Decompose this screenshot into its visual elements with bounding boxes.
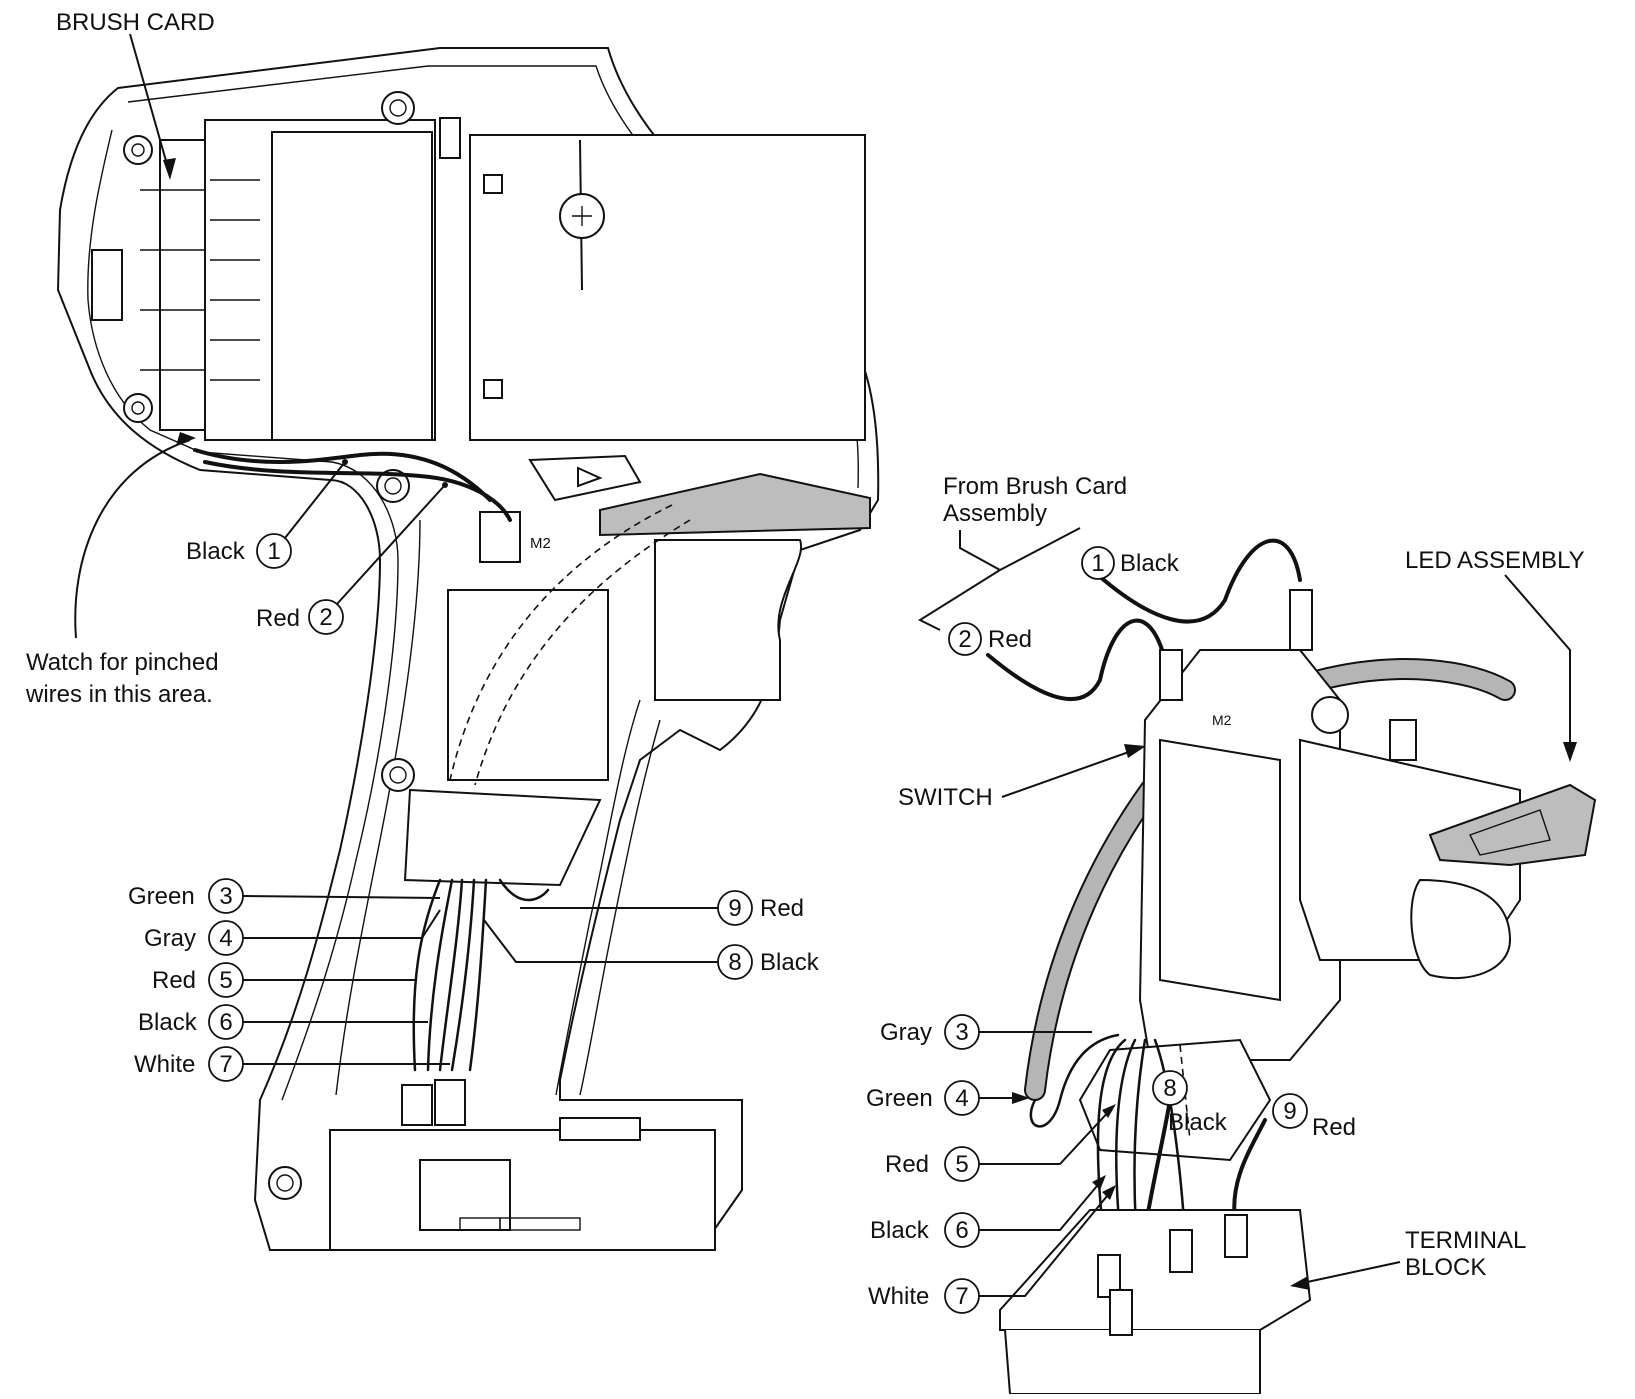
screw-boss-4 — [376, 469, 410, 503]
right-callout-2: 2 Red — [948, 622, 1032, 656]
right-callout-8: 8 Black — [1152, 1070, 1228, 1136]
right-callout-7: White 7 — [868, 1185, 1116, 1314]
adjust-screw — [559, 139, 605, 291]
pinch-warning-line-1: Watch for pinched — [26, 649, 219, 676]
tool-housing: M2 — [56, 47, 880, 1251]
terminal-arrow — [1290, 1261, 1401, 1290]
left-color-6: Black — [138, 1009, 198, 1036]
right-color-9: Red — [1312, 1114, 1356, 1141]
direction-arrow-icon — [528, 454, 642, 502]
left-color-8: Black — [760, 949, 820, 976]
switch-arrow — [1001, 744, 1146, 798]
left-num-3: 3 — [219, 883, 232, 910]
right-num-2: 2 — [958, 626, 971, 653]
left-num-2: 2 — [319, 604, 332, 631]
left-num-7: 7 — [219, 1051, 232, 1078]
switch-assembly: M2 — [1078, 589, 1597, 1162]
right-color-8: Black — [1168, 1109, 1228, 1136]
left-num-5: 5 — [219, 967, 232, 994]
left-num-8: 8 — [728, 949, 741, 976]
right-num-5: 5 — [955, 1151, 968, 1178]
right-color-3: Gray — [880, 1019, 932, 1046]
screw-boss-3 — [123, 393, 153, 423]
left-callout-3: Green 3 — [128, 878, 441, 914]
left-callout-6: Black 6 — [138, 1004, 428, 1040]
screw-boss-1 — [381, 91, 415, 125]
right-color-4: Green — [866, 1085, 933, 1112]
right-num-7: 7 — [955, 1283, 968, 1310]
screw-boss-7 — [268, 1166, 302, 1200]
right-callout-3: Gray 3 — [880, 1014, 1092, 1050]
m2-marking-right: M2 — [1212, 712, 1232, 728]
right-callout-9: 9 Red — [1272, 1093, 1356, 1141]
from-brush-label-line-2: Assembly — [943, 500, 1047, 527]
left-callout-2: Red 2 — [256, 482, 448, 635]
pinch-warning-arrow — [74, 432, 196, 639]
right-num-3: 3 — [955, 1019, 968, 1046]
right-color-2: Red — [988, 626, 1032, 653]
left-callout-4: Gray 4 — [144, 909, 441, 956]
led-assembly — [1428, 783, 1597, 867]
switch-label: SWITCH — [898, 784, 993, 811]
terminal-block — [999, 1209, 1312, 1395]
pinch-warning-line-2: wires in this area. — [25, 681, 213, 708]
from-brush-label-line-1: From Brush Card — [943, 473, 1127, 500]
screw-boss-2 — [123, 135, 153, 165]
left-callout-5: Red 5 — [152, 962, 416, 998]
from-brush-bracket — [917, 527, 1081, 631]
left-color-4: Gray — [144, 925, 196, 952]
left-color-2: Red — [256, 605, 300, 632]
right-num-6: 6 — [955, 1217, 968, 1244]
left-num-6: 6 — [219, 1009, 232, 1036]
right-callout-1: 1 Black — [1081, 546, 1180, 580]
m2-marking: M2 — [530, 535, 551, 552]
left-num-9: 9 — [728, 895, 741, 922]
led-assembly-label: LED ASSEMBLY — [1405, 547, 1585, 574]
left-color-1: Black — [186, 538, 246, 565]
right-num-9: 9 — [1283, 1098, 1296, 1125]
right-callout-4: Green 4 — [866, 1080, 1030, 1116]
right-num-4: 4 — [955, 1085, 968, 1112]
right-color-6: Black — [870, 1217, 930, 1244]
left-callout-9: 9 Red — [520, 890, 804, 926]
left-color-7: White — [134, 1051, 195, 1078]
right-color-5: Red — [885, 1151, 929, 1178]
left-color-5: Red — [152, 967, 196, 994]
right-callout-5: Red 5 — [885, 1104, 1116, 1182]
left-callout-7: White 7 — [134, 1046, 450, 1082]
terminal-label-line-2: BLOCK — [1405, 1254, 1486, 1281]
left-num-1: 1 — [267, 538, 280, 565]
right-num-1: 1 — [1091, 550, 1104, 577]
left-color-3: Green — [128, 883, 195, 910]
right-callout-6: Black 6 — [870, 1175, 1106, 1248]
left-callout-1: Black 1 — [186, 459, 348, 569]
left-callout-8: 8 Black — [483, 919, 820, 980]
battery-base — [329, 1117, 716, 1251]
right-num-8: 8 — [1163, 1075, 1176, 1102]
right-color-1: Black — [1120, 550, 1180, 577]
switch-body-left — [447, 589, 609, 781]
led-assembly-arrow — [1504, 574, 1577, 762]
left-num-4: 4 — [219, 925, 232, 952]
right-color-7: White — [868, 1283, 929, 1310]
terminal-label-line-1: TERMINAL — [1405, 1227, 1526, 1254]
brush-card-label: BRUSH CARD — [56, 9, 215, 36]
brush-card-arrow — [129, 33, 176, 180]
screw-boss-6 — [381, 758, 415, 792]
left-color-9: Red — [760, 895, 804, 922]
